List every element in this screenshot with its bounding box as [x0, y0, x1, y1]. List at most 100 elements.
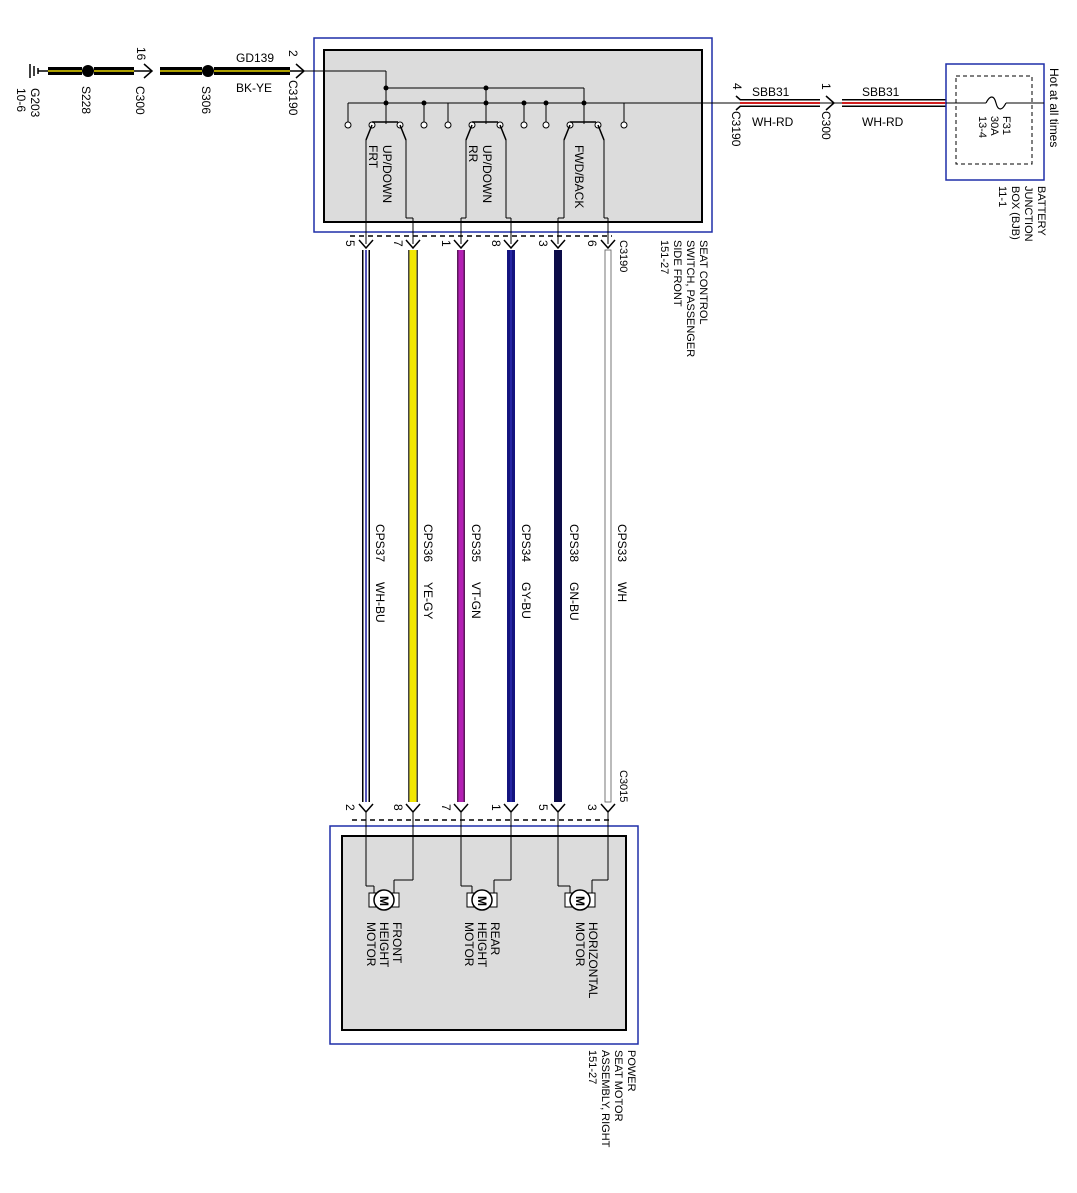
- top-pin: 6: [585, 240, 599, 247]
- top-pin: 1: [439, 240, 453, 247]
- top-connector-icon: [453, 239, 469, 250]
- bottom-connector-icon: [503, 803, 519, 814]
- switch-name-line2: SWITCH, PASSENGER: [684, 240, 696, 357]
- s228-splice: [82, 65, 94, 77]
- bottom-pin: 1: [489, 804, 503, 811]
- bottom-connector-icon: [550, 803, 566, 814]
- switch-name-line4: 151-27: [658, 240, 670, 274]
- c300-ground-pin: 16: [134, 47, 148, 61]
- c3015-label: C3015: [617, 770, 629, 802]
- bottom-connector-icon: [600, 803, 616, 814]
- horizontal-motor-icon: M: [564, 889, 596, 911]
- ground-circuit: G203 10-6 S228 16 C300 S306 GD139 BK-YE …: [14, 47, 306, 118]
- gd139-circuit: GD139: [236, 51, 274, 65]
- c300-power-pin: 1: [819, 83, 833, 90]
- switch-body: [323, 49, 703, 223]
- motor-symbol: M: [475, 896, 489, 906]
- power-seat-motor-assembly: M M M FRONT HEIGHT MOTOR REAR HEIGHT MOT…: [329, 812, 639, 1148]
- top-connector-icon: [600, 239, 616, 250]
- top-connector-icon: [358, 239, 374, 250]
- top-connector-icon: [550, 239, 566, 250]
- sbb31-right-color: WH-RD: [862, 115, 904, 129]
- s306-splice: [202, 65, 214, 77]
- color-code: GN-BU: [567, 582, 581, 621]
- bottom-pin: 7: [439, 804, 453, 811]
- front-height-motor-icon: M: [368, 889, 400, 911]
- front-motor-line2: HEIGHT: [377, 922, 391, 968]
- color-code: WH: [615, 582, 629, 602]
- circuit: CPS36: [421, 524, 435, 562]
- circuit: CPS35: [469, 524, 483, 562]
- s228-label: S228: [79, 86, 93, 114]
- bjb-label-line1: BATTERY: [1035, 186, 1047, 236]
- motor-symbol: M: [573, 896, 587, 906]
- switch-outer-frame: [313, 37, 713, 233]
- bottom-connector-icon: [358, 803, 374, 814]
- wire-cps35: 1 7 CPS35 VT-GN: [439, 239, 483, 814]
- switch3-line1: FWD/BACK: [572, 145, 586, 208]
- motor-assembly-line3: ASSEMBLY, RIGHT: [599, 1050, 611, 1148]
- switch2-line2: RR: [466, 145, 480, 163]
- front-motor-line3: MOTOR: [364, 922, 378, 967]
- bottom-connector-icon: [453, 803, 469, 814]
- motor-symbol: M: [377, 896, 391, 906]
- g203-label: G203: [28, 88, 42, 118]
- gd139-wire: [48, 67, 304, 75]
- switch-output-leads: [365, 140, 609, 244]
- fuse-name: F31: [1000, 116, 1012, 135]
- rear-motor-line1: REAR: [488, 922, 502, 956]
- c3190-ground-label: C3190: [286, 80, 300, 116]
- switch1-line2: FRT: [366, 145, 380, 169]
- switch2-line1: UP/DOWN: [480, 145, 494, 203]
- fuse-rating: 30A: [988, 116, 1000, 136]
- circuit: CPS33: [615, 524, 629, 562]
- ground-symbol: [29, 64, 48, 78]
- motor-assembly-line4: 151-27: [586, 1050, 598, 1084]
- bjb-inner-dashed: [955, 75, 1033, 165]
- front-motor-line1: FRONT: [390, 922, 404, 964]
- color-code: VT-GN: [469, 582, 483, 619]
- c3190-power-label: C3190: [729, 111, 743, 147]
- seat-control-switch: UP/DOWN FRT UP/DOWN RR FWD/BACK SEAT CON…: [304, 37, 740, 357]
- wire-cps37: 5 2 CPS37 WH-BU: [343, 239, 387, 814]
- c3190-ground-pin: 2: [286, 50, 300, 57]
- horizontal-motor-line1: HORIZONTAL: [586, 922, 600, 999]
- power-circuit: 4 C3190 1 C300 SBB31 WH-RD SBB31 WH-RD: [702, 83, 946, 147]
- motor-assembly-line1: POWER: [625, 1050, 637, 1092]
- rear-motor-line2: HEIGHT: [475, 922, 489, 968]
- bottom-pin: 8: [391, 804, 405, 811]
- motor-assembly-line2: SEAT MOTOR: [612, 1050, 624, 1122]
- bjb-label-line3: BOX (BJB): [1009, 186, 1021, 240]
- top-pin: 7: [391, 240, 405, 247]
- wire-cps36: 7 8 CPS36 YE-GY: [391, 239, 435, 814]
- gd139-color: BK-YE: [236, 81, 272, 95]
- battery-junction-box: F31 30A 13-4 Hot at all times BATTERY JU…: [945, 63, 1061, 242]
- top-connector-icon: [405, 239, 421, 250]
- motor-assembly-body: [341, 835, 627, 1031]
- fuse-ref: 13-4: [976, 116, 988, 138]
- sbb31-left-circuit: SBB31: [752, 85, 790, 99]
- bjb-frame: [945, 63, 1045, 181]
- s306-label: S306: [199, 86, 213, 114]
- bjb-label-line4: 11-1: [996, 186, 1008, 207]
- switch-bus-dots: [383, 85, 587, 106]
- switch1-line1: UP/DOWN: [380, 145, 394, 203]
- c3190-top-label: C3190: [617, 240, 629, 272]
- horizontal-motor-line2: MOTOR: [573, 922, 587, 967]
- c300-ground-label: C300: [133, 86, 147, 115]
- wire-cps34: 8 1 CPS34 GY-BU: [489, 239, 533, 814]
- sbb31-wire-left: [740, 99, 820, 107]
- rear-motor-line3: MOTOR: [462, 922, 476, 967]
- sbb31-right-circuit: SBB31: [862, 85, 900, 99]
- c3190-power-pin: 4: [730, 83, 744, 90]
- bottom-pin: 2: [343, 804, 357, 811]
- wire-cps38: 3 5 CPS38 GN-BU: [536, 239, 581, 814]
- color-code: WH-BU: [373, 582, 387, 623]
- circuit: CPS34: [519, 524, 533, 562]
- top-pin: 3: [536, 240, 550, 247]
- bottom-pin: 3: [585, 804, 599, 811]
- harness: 5 2 CPS37 WH-BU 7 8 CPS36 YE-GY 1 7 CPS3…: [343, 239, 629, 814]
- c300-power-label: C300: [819, 111, 833, 140]
- sbb31-left-color: WH-RD: [752, 115, 794, 129]
